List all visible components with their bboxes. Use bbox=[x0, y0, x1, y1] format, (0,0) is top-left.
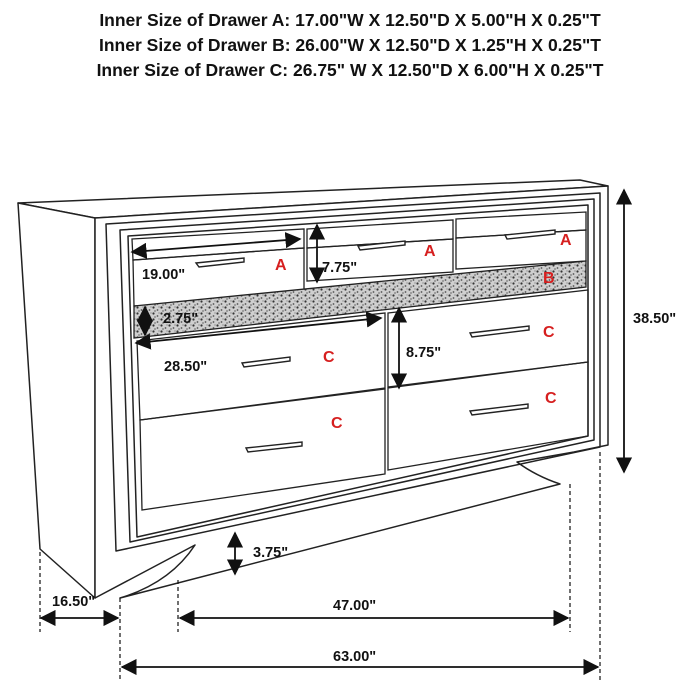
handle-icon bbox=[468, 403, 529, 416]
handle-icon bbox=[468, 325, 530, 338]
dim-total-height: 38.50" bbox=[633, 311, 676, 327]
dim-drawer-b-height: 2.75" bbox=[163, 311, 198, 327]
dim-depth: 16.50" bbox=[52, 594, 95, 610]
dim-drawer-c-width: 28.50" bbox=[164, 359, 207, 375]
spec-drawer-c: Inner Size of Drawer C: 26.75" W X 12.50… bbox=[96, 60, 604, 80]
label-drawer-c: C bbox=[323, 349, 335, 366]
dimension-lines bbox=[39, 188, 633, 676]
drawer-specs: Inner Size of Drawer A: 17.00"W X 12.50"… bbox=[0, 8, 700, 83]
drawer-letter-labels: A A A B C C C C bbox=[275, 232, 572, 432]
label-drawer-a: A bbox=[560, 232, 572, 249]
handle-icon bbox=[503, 229, 556, 240]
dim-leg-height: 3.75" bbox=[253, 545, 288, 561]
handle-icon bbox=[356, 240, 406, 251]
spec-drawer-a: Inner Size of Drawer A: 17.00"W X 12.50"… bbox=[99, 10, 601, 30]
label-drawer-a: A bbox=[424, 243, 436, 260]
handle-icon bbox=[244, 441, 303, 453]
dresser-outline bbox=[17, 179, 609, 599]
extension-lines bbox=[39, 452, 601, 682]
label-drawer-a: A bbox=[275, 257, 287, 274]
dim-inner-leg-width: 47.00" bbox=[333, 598, 376, 614]
dim-drawer-a-height: 7.75" bbox=[322, 260, 357, 276]
label-drawer-c: C bbox=[545, 390, 557, 407]
handle-icon bbox=[240, 356, 291, 368]
label-drawer-c: C bbox=[331, 415, 343, 432]
label-drawer-b: B bbox=[543, 270, 555, 287]
dim-total-width: 63.00" bbox=[333, 649, 376, 665]
drawer-handles bbox=[194, 229, 556, 453]
dim-drawer-a-width: 19.00" bbox=[142, 267, 185, 283]
dim-drawer-c-height: 8.75" bbox=[406, 345, 441, 361]
spec-drawer-b: Inner Size of Drawer B: 26.00"W X 12.50"… bbox=[99, 35, 601, 55]
label-drawer-c: C bbox=[543, 324, 555, 341]
handle-icon bbox=[194, 257, 245, 268]
